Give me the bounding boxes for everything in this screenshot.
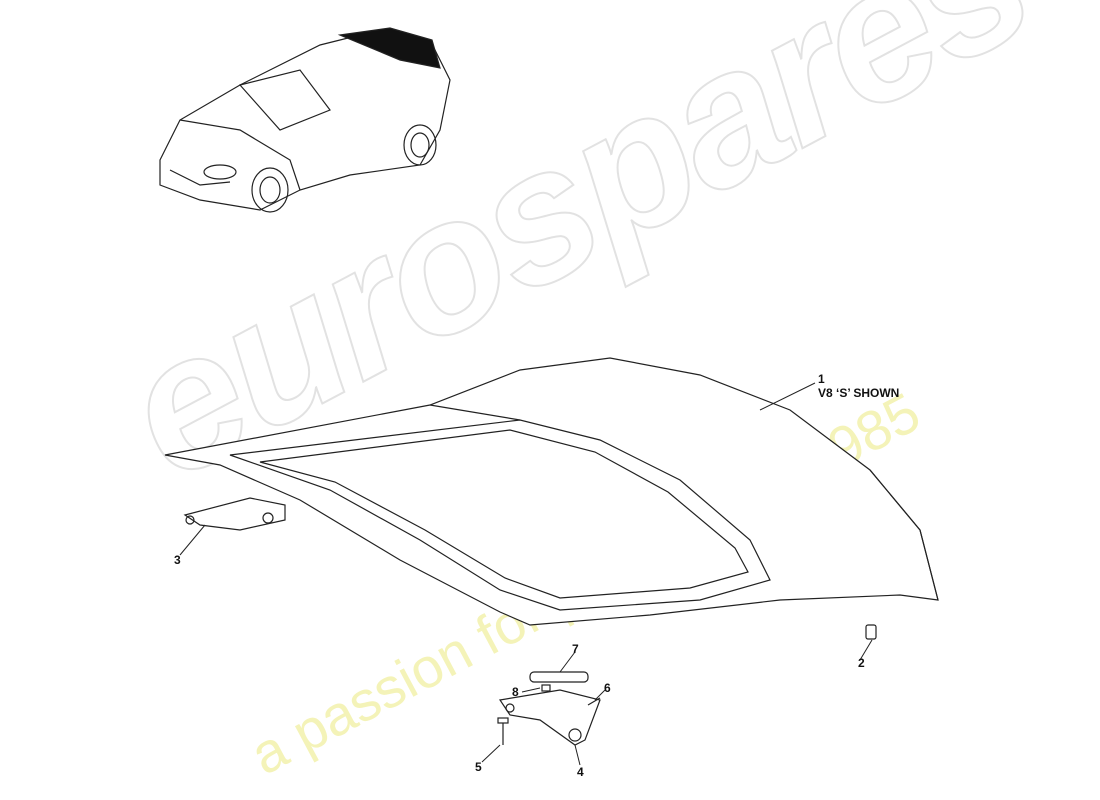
- callout-note: V8 ‘S’ SHOWN: [818, 386, 900, 400]
- hinge-part-3: [183, 497, 286, 531]
- callout-7: 7: [572, 642, 579, 656]
- gas-strut-part-7: [529, 671, 589, 683]
- callout-8: 8: [512, 685, 519, 699]
- leader-lines: [179, 382, 873, 766]
- callout-3: 3: [174, 553, 181, 567]
- car-overview-illustration: [159, 27, 451, 213]
- callout-1: 1 V8 ‘S’ SHOWN: [818, 372, 899, 400]
- boot-lid-part-1: [164, 357, 939, 626]
- bolt-part-5: [497, 717, 509, 745]
- hinge-part-4: [498, 689, 601, 746]
- callout-2: 2: [858, 656, 865, 670]
- callout-number: 1: [818, 372, 825, 386]
- buffer-part-2: [865, 624, 877, 640]
- clip-part-8: [541, 684, 551, 692]
- callout-4: 4: [577, 765, 584, 779]
- callout-6: 6: [604, 681, 611, 695]
- callout-5: 5: [475, 760, 482, 774]
- bolt-part-6: [587, 697, 601, 706]
